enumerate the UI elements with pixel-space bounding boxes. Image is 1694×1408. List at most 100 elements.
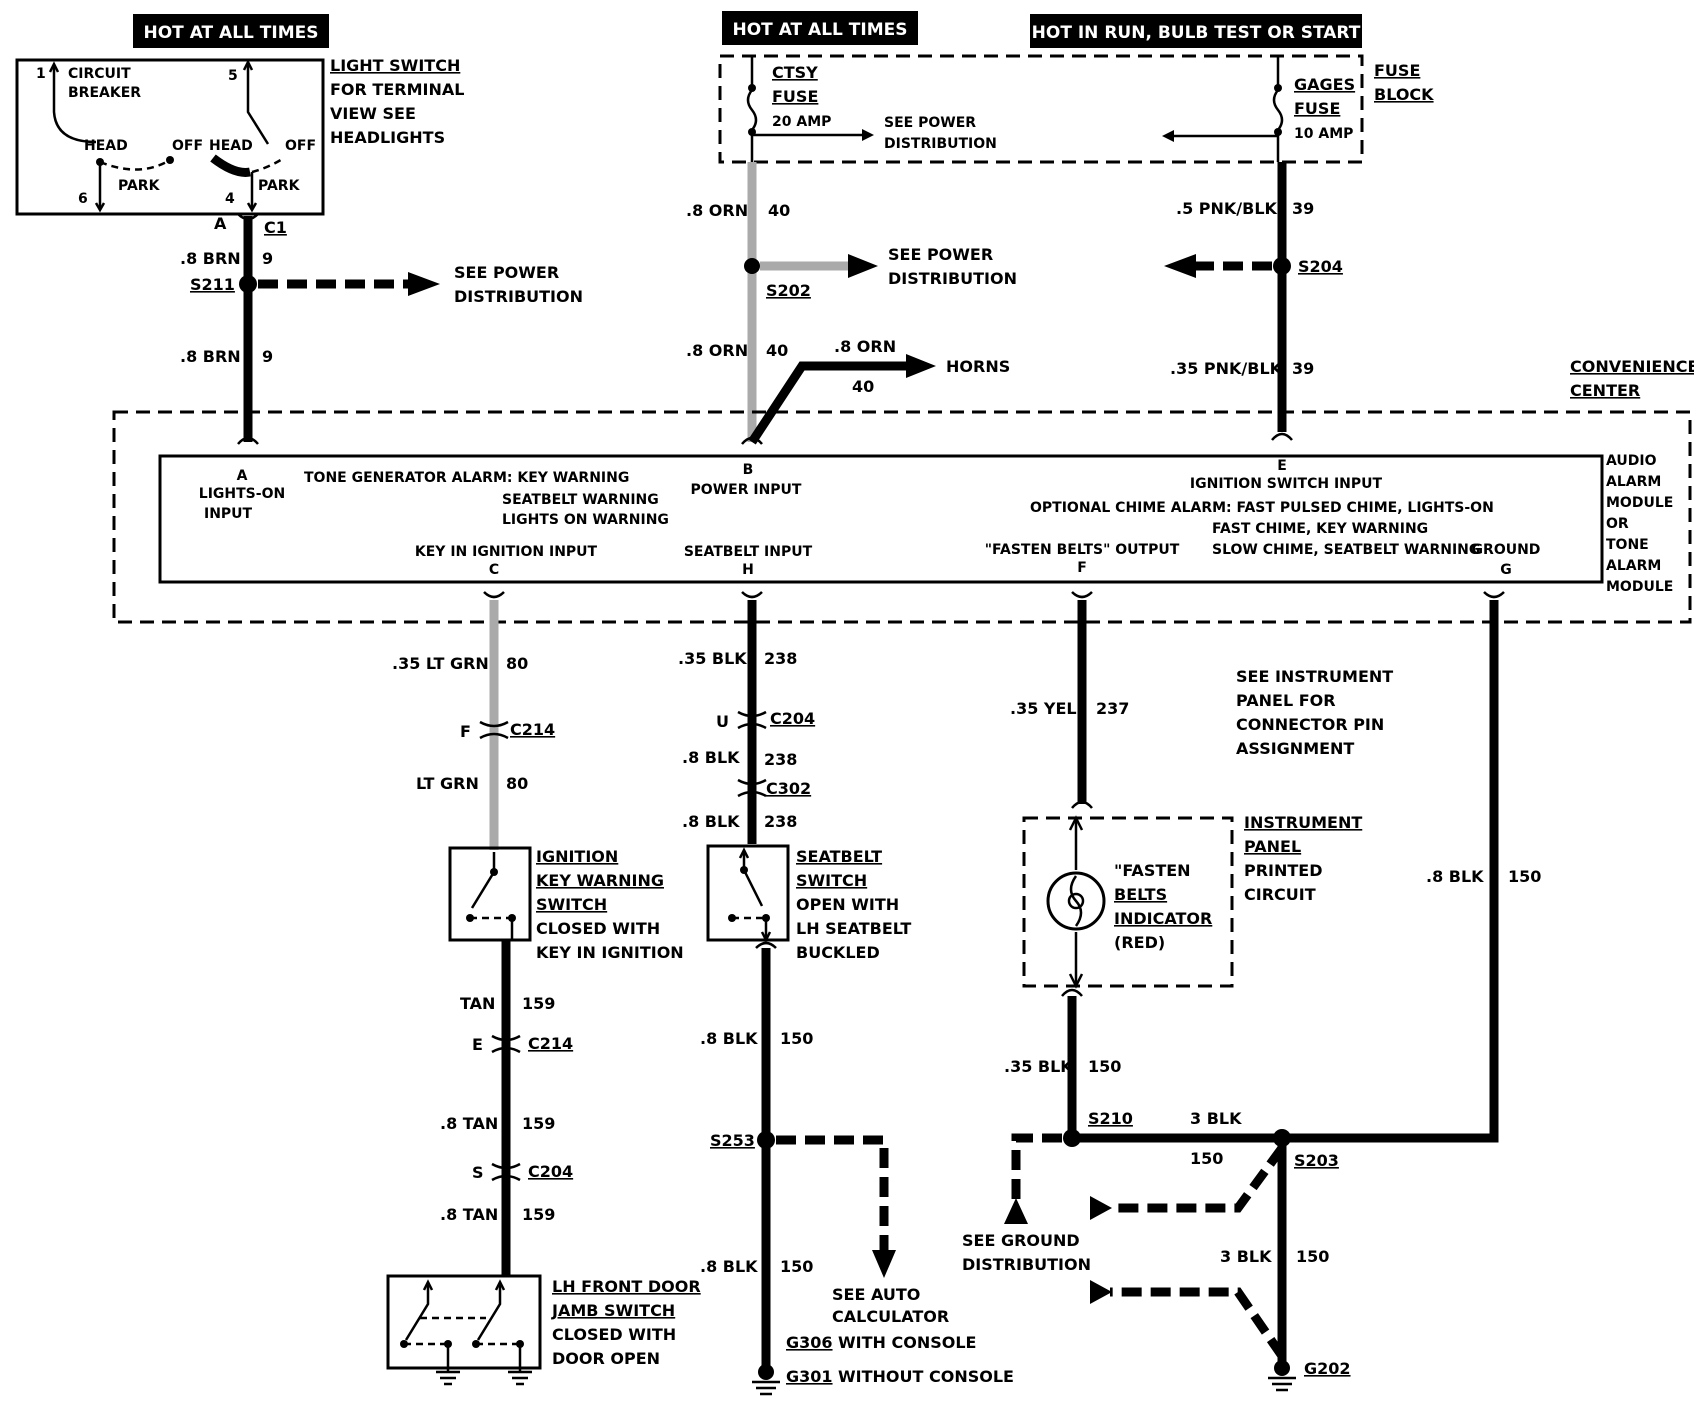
- light-switch-pin5: 5: [228, 68, 238, 84]
- splice-s211: [239, 275, 257, 293]
- see-instrument-3: CONNECTOR PIN: [1236, 715, 1384, 734]
- ip-circuit-label-2: PANEL: [1244, 837, 1301, 856]
- mid-circuit2-label: 40: [766, 341, 788, 360]
- see-auto-calculator-2: CALCULATOR: [832, 1307, 949, 1326]
- door-jamb-label-2: JAMB SWITCH: [551, 1301, 675, 1320]
- right-wire1-label: .5 PNK/BLK: [1176, 199, 1278, 218]
- h-connector-c302: C302: [766, 779, 811, 798]
- module-side-label-2: ALARM: [1606, 474, 1661, 490]
- seatbelt-switch-label-2: SWITCH: [796, 871, 867, 890]
- see-instrument-4: ASSIGNMENT: [1236, 739, 1354, 758]
- mid-see-power-1: SEE POWER: [888, 245, 993, 264]
- left-wire2-label: .8 BRN: [180, 347, 241, 366]
- door-jamb-label-4: DOOR OPEN: [552, 1349, 660, 1368]
- optional-chime-text: OPTIONAL CHIME ALARM: FAST PULSED CHIME,…: [1030, 500, 1494, 516]
- left-see-power-2: DISTRIBUTION: [454, 287, 583, 306]
- ignition-key-warning-switch: [448, 846, 532, 942]
- ctsy-fuse-amp: 20 AMP: [772, 114, 831, 130]
- f-wire2-label: .35 BLK: [1004, 1057, 1073, 1076]
- lh-front-door-jamb-switch: [386, 1274, 542, 1370]
- c-wire4-label: .8 TAN: [440, 1114, 498, 1133]
- indicator-label-2: BELTS: [1114, 885, 1167, 904]
- door-jamb-label-3: CLOSED WITH: [552, 1325, 676, 1344]
- c-circuit5-label: 159: [522, 1205, 555, 1224]
- light-switch-off-2: OFF: [285, 138, 316, 154]
- h-wire3-label: .8 BLK: [682, 812, 740, 831]
- slow-chime-text: SLOW CHIME, SEATBELT WARNING: [1212, 542, 1480, 558]
- module-pin-h: H: [742, 562, 754, 578]
- c-wire2-label: LT GRN: [416, 774, 479, 793]
- g301-label: G301: [786, 1367, 833, 1386]
- c-conn3-pin: S: [472, 1163, 484, 1182]
- without-console-label: WITHOUT CONSOLE: [838, 1367, 1014, 1386]
- g306-label: G306: [786, 1333, 833, 1352]
- left-connector-c1: C1: [264, 218, 287, 237]
- g-circuit-label: 150: [1508, 867, 1541, 886]
- h-connector-c204: C204: [770, 709, 815, 728]
- fuse-block-label-1: FUSE: [1374, 61, 1420, 80]
- circuit-40-orn: .8 ORN 40 S202 SEE POWER DISTRIBUTION .8…: [686, 162, 1017, 445]
- fast-chime-text: FAST CHIME, KEY WARNING: [1212, 521, 1428, 537]
- circuit-9-brn: A C1 .8 BRN 9 S211 SEE POWER DISTRIBUTIO…: [180, 213, 583, 445]
- convenience-center-boundary: [112, 410, 1692, 624]
- tone-generator-alarm: TONE GENERATOR ALARM: KEY WARNING: [304, 470, 629, 486]
- module-pin-f: F: [1077, 560, 1087, 576]
- f-circuit1-label: 237: [1096, 699, 1129, 718]
- circuit-breaker-label-2: BREAKER: [68, 85, 141, 101]
- module-pin-a: A: [237, 468, 248, 484]
- fuse-block-label-2: BLOCK: [1374, 85, 1434, 104]
- ignition-switch-label-2: KEY WARNING: [536, 871, 664, 890]
- ground-g202: [1274, 1360, 1290, 1376]
- h-circuit4-label: 150: [780, 1029, 813, 1048]
- circuit-39-pnk-blk: .5 PNK/BLK 39 S204 .35 PNK/BLK 39: [1164, 162, 1343, 441]
- light-switch-desc-4: HEADLIGHTS: [330, 128, 445, 147]
- fuse-see-power-2: DISTRIBUTION: [884, 136, 997, 152]
- hot-at-all-times-mid-header: [722, 11, 918, 45]
- seatbelt-input-text: SEATBELT INPUT: [684, 544, 813, 560]
- gages-fuse-amp: 10 AMP: [1294, 126, 1353, 142]
- g-wire-label: .8 BLK: [1426, 867, 1484, 886]
- splice-s203-label: S203: [1294, 1151, 1339, 1170]
- mid-wire2-label: .8 ORN: [686, 341, 748, 360]
- see-instrument-1: SEE INSTRUMENT: [1236, 667, 1393, 686]
- horns-label: HORNS: [946, 357, 1010, 376]
- circuit-breaker-label-1: CIRCUIT: [68, 66, 131, 82]
- c-circuit2-label: 80: [506, 774, 528, 793]
- c-circuit1-label: 80: [506, 654, 528, 673]
- bus-wire-label: 3 BLK: [1190, 1109, 1242, 1128]
- left-connector-a: A: [214, 214, 227, 233]
- ground-text: GROUND: [1472, 542, 1541, 558]
- c-wire3-label: TAN: [460, 994, 495, 1013]
- lights-on-input-1: LIGHTS-ON: [199, 486, 285, 502]
- see-auto-calculator-1: SEE AUTO: [832, 1285, 920, 1304]
- left-wire1-label: .8 BRN: [180, 249, 241, 268]
- splice-s253: [757, 1131, 775, 1149]
- indicator-label-4: (RED): [1114, 933, 1165, 952]
- g202-label: G202: [1304, 1359, 1351, 1378]
- circuit-238-150: .35 BLK 238 U C204 .8 BLK 238 C302 .8 BL…: [678, 591, 1014, 1396]
- light-switch-head-1: HEAD: [84, 138, 128, 154]
- ignition-switch-label-5: KEY IN IGNITION: [536, 943, 684, 962]
- lights-on-warning-text: LIGHTS ON WARNING: [502, 512, 669, 528]
- fuse-block: CTSY FUSE 20 AMP SEE POWER DISTRIBUTION …: [718, 54, 1364, 164]
- right-wire2-label: .35 PNK/BLK: [1170, 359, 1283, 378]
- module-side-label-7: MODULE: [1606, 579, 1673, 595]
- instrument-panel-printed-circuit: [1022, 816, 1234, 988]
- right-circuit2-label: 39: [1292, 359, 1314, 378]
- seatbelt-switch-label-1: SEATBELT: [796, 847, 882, 866]
- horn-wire-label: .8 ORN: [834, 337, 896, 356]
- hot-in-run-header: [1030, 14, 1362, 48]
- c-conn-pin: F: [460, 722, 471, 741]
- ip-circuit-label-4: CIRCUIT: [1244, 885, 1316, 904]
- ip-circuit-label-3: PRINTED: [1244, 861, 1323, 880]
- light-switch-park-1: PARK: [118, 178, 161, 194]
- c-circuit4-label: 159: [522, 1114, 555, 1133]
- module-side-label-5: TONE: [1606, 537, 1649, 553]
- mid-circuit1-label: 40: [768, 201, 790, 220]
- f-circuit3-label: 150: [1296, 1247, 1329, 1266]
- h-circuit1-label: 238: [764, 649, 797, 668]
- h-circuit3-label: 238: [764, 812, 797, 831]
- right-circuit1-label: 39: [1292, 199, 1314, 218]
- h-wire1-label: .35 BLK: [678, 649, 747, 668]
- light-switch-desc-3: VIEW SEE: [330, 104, 416, 123]
